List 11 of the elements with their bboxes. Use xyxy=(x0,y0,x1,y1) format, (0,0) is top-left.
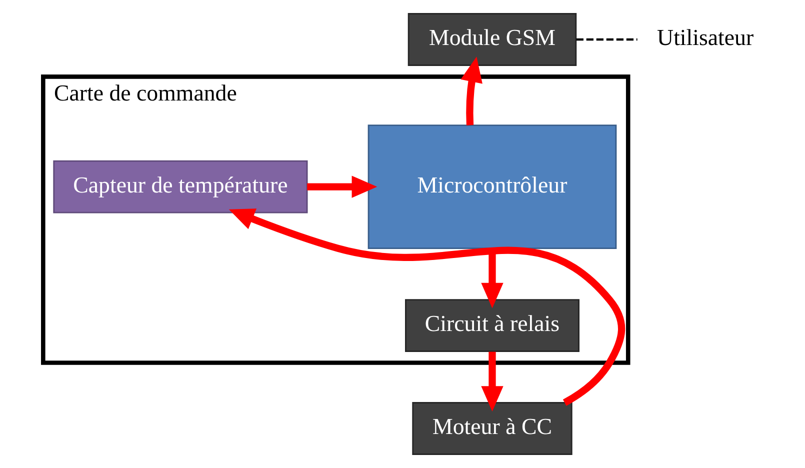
node-box: Microcontrôleur xyxy=(368,124,617,250)
node-box: Module GSM xyxy=(408,13,577,66)
node-box: Moteur à CC xyxy=(412,402,572,455)
arrow xyxy=(228,208,626,406)
node-text: Utilisateur xyxy=(657,24,754,50)
arrow xyxy=(307,176,378,198)
arrow xyxy=(460,56,482,126)
connector xyxy=(576,38,638,41)
node-box: Circuit à relais xyxy=(405,299,580,352)
node-box: Capteur de température xyxy=(53,160,308,214)
arrow xyxy=(481,352,504,412)
